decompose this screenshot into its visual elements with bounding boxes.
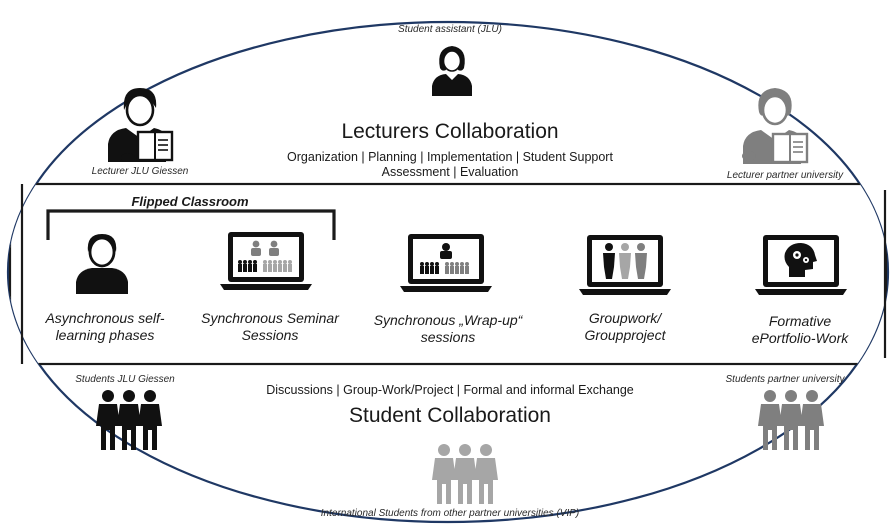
mode-label-groupwork: Groupwork/ Groupproject	[584, 310, 666, 343]
mode-label-eportfolio: Formative ePortfolio-Work	[751, 313, 849, 346]
lecturer-jlu-label: Lecturer JLU Giessen	[91, 166, 189, 177]
mode-label-async: Asynchronous self- learning phases	[45, 310, 165, 343]
students-jlu-icon	[96, 390, 162, 450]
lecturers-tasks-line2: Assessment | Evaluation	[381, 165, 519, 179]
lecturer-jlu-icon	[108, 88, 174, 162]
students-jlu-label: Students JLU Giessen	[75, 374, 175, 385]
students-partner-label: Students partner university	[725, 374, 845, 385]
mode-label-wrapup: Synchronous „Wrap-up“ sessions	[373, 312, 523, 345]
laptop-eportfolio-icon	[755, 235, 847, 295]
person-icon	[76, 234, 128, 294]
laptop-seminar-icon	[220, 232, 312, 290]
student-assistant-label: Student assistant (JLU)	[398, 24, 502, 35]
flipped-classroom-bracket	[46, 209, 336, 240]
student-assistant-icon	[432, 46, 472, 96]
lecturer-partner-label: Lecturer partner university	[726, 170, 844, 181]
international-students-icon	[432, 444, 498, 504]
lecturer-partner-icon	[742, 88, 809, 164]
mode-label-seminar: Synchronous Seminar Sessions	[201, 310, 339, 343]
students-partner-icon	[758, 390, 824, 450]
international-students-label: International Students from other partne…	[320, 508, 580, 519]
student-collaboration-title: Student Collaboration	[349, 404, 551, 427]
laptop-wrapup-icon	[400, 234, 492, 292]
flipped-classroom-label: Flipped Classroom	[131, 194, 249, 209]
laptop-groupwork-icon	[579, 235, 671, 295]
student-activities-line: Discussions | Group-Work/Project | Forma…	[266, 383, 634, 397]
lecturers-tasks-line1: Organization | Planning | Implementation…	[287, 150, 613, 164]
lecturers-collaboration-title: Lecturers Collaboration	[341, 120, 559, 143]
